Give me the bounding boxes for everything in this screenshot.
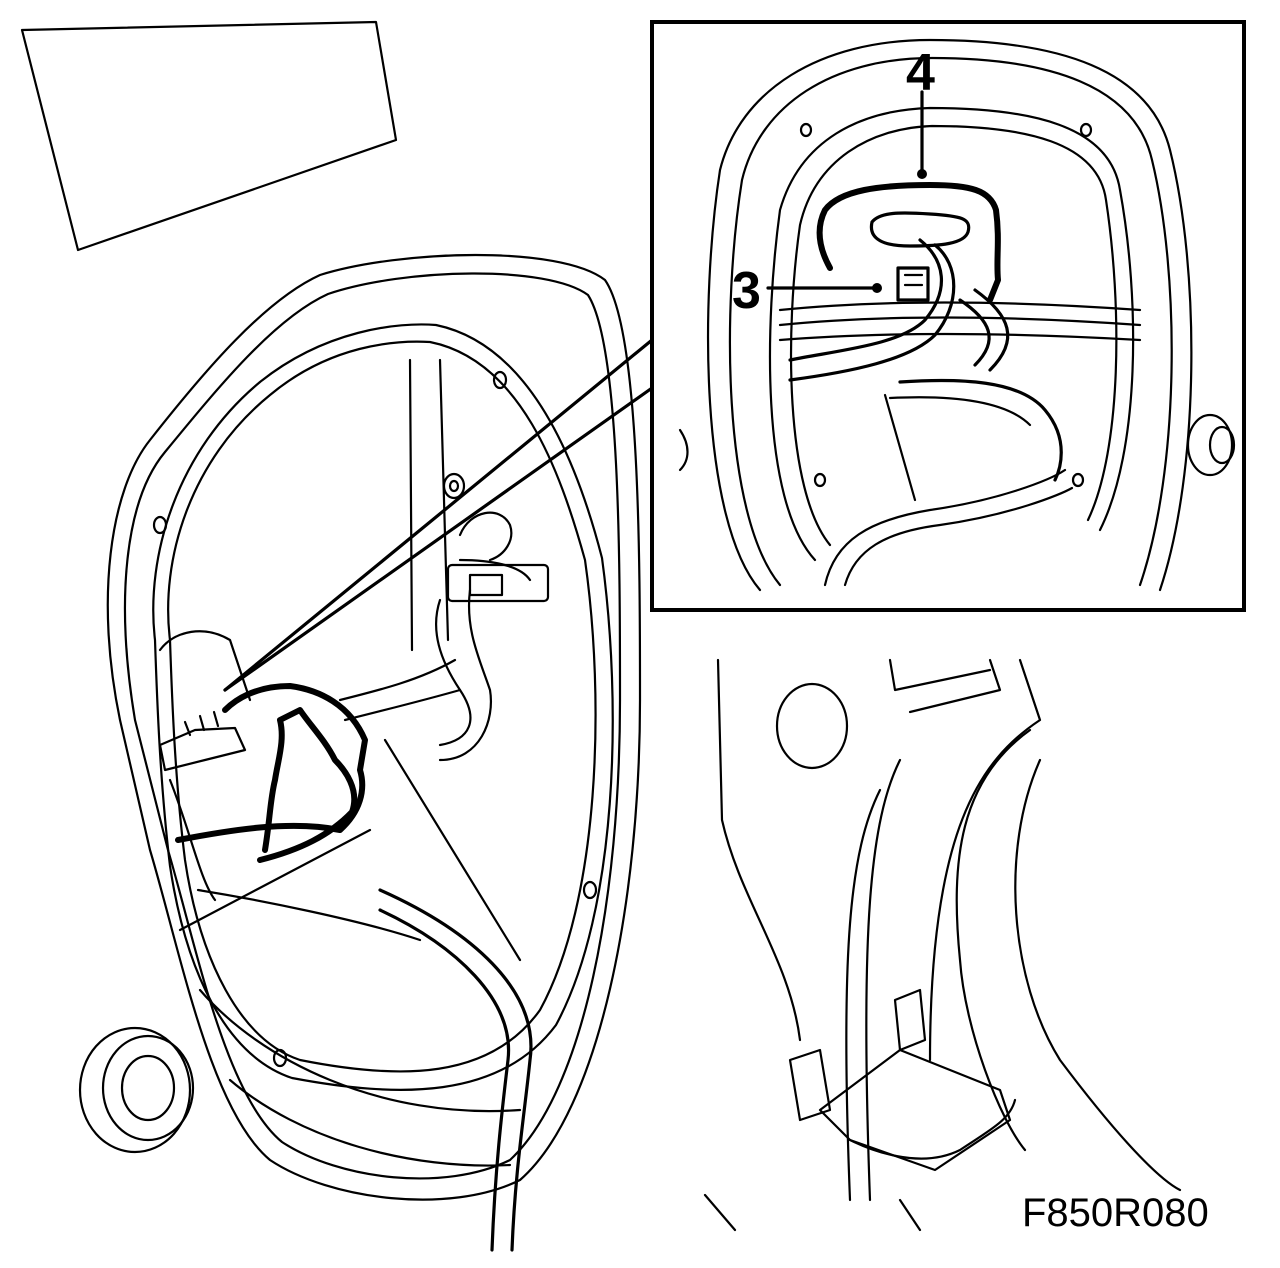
panel-outline	[20, 20, 398, 252]
door-panel-main	[106, 253, 642, 1201]
figure-code: F850R080	[1022, 1191, 1209, 1235]
inset-detail: 3 4	[650, 20, 1246, 612]
main-bracket	[175, 683, 368, 863]
inset-leader-lines	[223, 338, 654, 692]
callout-3: 3	[732, 262, 761, 320]
main-wiring-harness	[158, 511, 550, 1252]
callout-4: 4	[906, 44, 935, 102]
grommet	[78, 1026, 195, 1154]
body-pillar	[703, 658, 1182, 1232]
